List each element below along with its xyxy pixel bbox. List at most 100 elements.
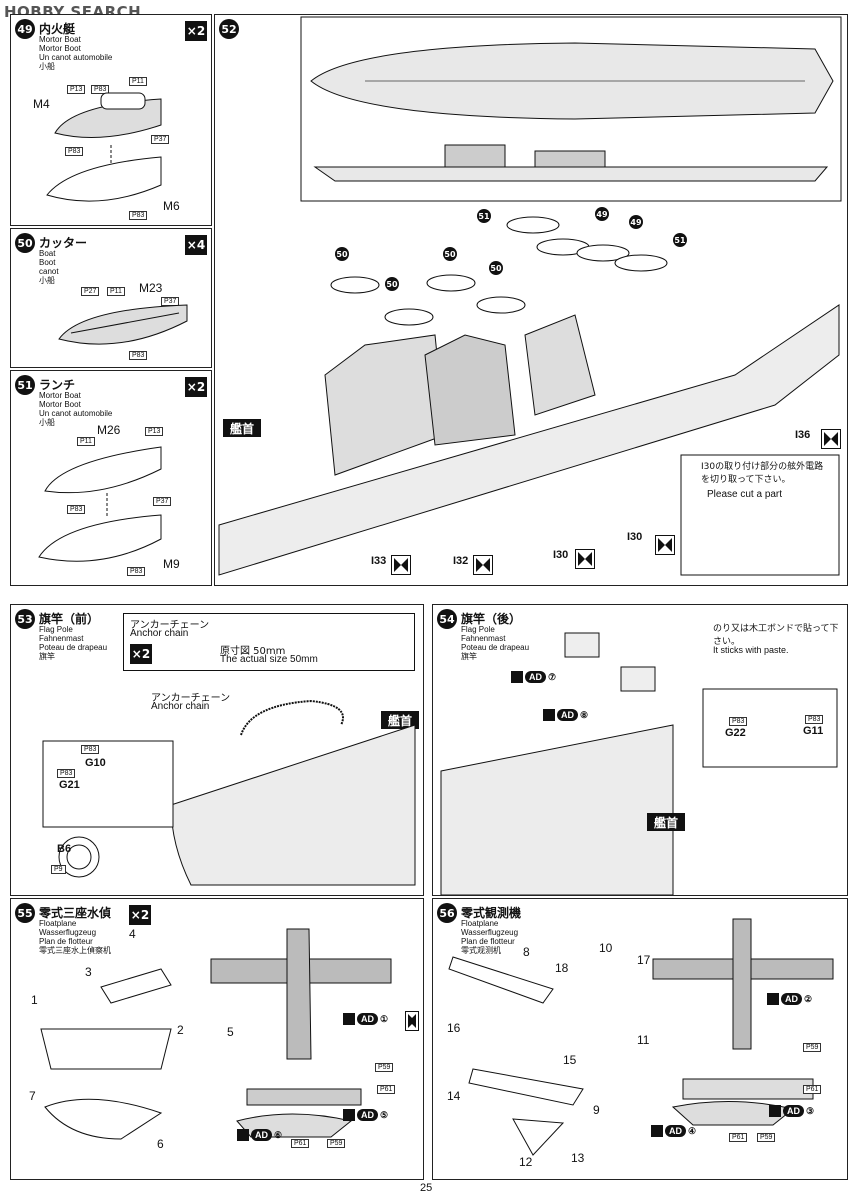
paint-ref: P11 (107, 287, 125, 296)
part-label: 11 (637, 1033, 650, 1047)
step-53-panel: 53 旗竿（前） Flag Pole Fahnenmast Poteau de … (10, 604, 424, 896)
chain-label-en: Anchor chain (151, 701, 210, 712)
part-label: G11 (803, 725, 824, 737)
paint-ref: P9 (51, 865, 66, 874)
paint-ref: P83 (805, 715, 824, 724)
chain-label-jp: アンカーチェーン (130, 620, 210, 631)
part-label: G22 (725, 727, 746, 739)
part-label: I33 (371, 555, 387, 567)
step-50-panel: 50 カッター Boat Boot canot 小船 ×4 P27 P11 M2… (10, 228, 212, 368)
step-54-panel: 54 旗竿（後） Flag Pole Fahnenmast Poteau de … (432, 604, 848, 896)
glue-icon (391, 555, 411, 575)
part-label: 10 (599, 941, 613, 955)
part-label: B6 (57, 843, 72, 855)
part-label: G21 (59, 779, 80, 791)
step-number: 51 (15, 375, 35, 395)
step-number: 55 (15, 903, 35, 923)
part-label: 9 (593, 1103, 600, 1117)
paste-note-en: It sticks with paste. (713, 645, 789, 655)
step-55-panel: 55 零式三座水偵 Floatplane Wasserflugzeug Plan… (10, 898, 424, 1180)
boat-marker: 50 (489, 261, 503, 275)
part-label: 18 (555, 961, 569, 975)
glue-icon (575, 549, 595, 569)
quantity-badge: ×4 (185, 235, 207, 255)
boat-marker: 50 (443, 247, 457, 261)
quantity-badge: ×2 (185, 377, 207, 397)
paint-ref: P37 (151, 135, 170, 144)
step-subtitle: Boat Boot canot 小船 (39, 249, 59, 285)
part-label: I32 (453, 555, 469, 567)
paint-ref: P11 (77, 437, 95, 446)
chain-box: アンカーチェーン Anchor chain 原寸図 50mm The actua… (123, 613, 415, 671)
ship-plan-view (218, 16, 842, 576)
part-label: M6 (163, 199, 180, 213)
step-title: 零式三座水偵 (39, 906, 112, 920)
part-label: M4 (33, 97, 50, 111)
boat-marker: 51 (477, 209, 491, 223)
quantity-badge: ×2 (185, 21, 207, 41)
observation-plane-drawing (448, 918, 834, 1156)
stern-drawing (440, 632, 838, 895)
step-subtitle: Mortor Boat Mortor Boot Un canot automob… (39, 391, 113, 427)
paint-ref: P83 (129, 351, 148, 360)
part-label: 5 (227, 1025, 234, 1039)
step-title: 旗竿（前） (39, 612, 100, 626)
step-title: 旗竿（後） (461, 612, 522, 626)
bow-drawing (42, 699, 416, 886)
paint-ref: P83 (127, 567, 146, 576)
step-number: 56 (437, 903, 457, 923)
step-subtitle: Floatplane Wasserflugzeug Plan de flotte… (39, 919, 111, 955)
paint-ref: P83 (67, 505, 86, 514)
actual-size-jp: 原寸図 50mm (220, 646, 286, 657)
paint-ref: P13 (67, 85, 86, 94)
quantity-badge: ×2 (129, 905, 151, 925)
part-label: I36 (795, 429, 811, 441)
paint-ref: P13 (145, 427, 164, 436)
paste-note: のり又は木工ボンドで貼って下さい。 (713, 624, 839, 647)
part-label: 12 (519, 1155, 533, 1169)
bow-indicator: 艦首 (381, 711, 419, 729)
glue-icon (405, 1011, 419, 1031)
paint-ref: P83 (57, 769, 76, 778)
paint-ref: P61 (377, 1085, 396, 1094)
paint-ref: P37 (153, 497, 172, 506)
part-label: G10 (85, 757, 106, 769)
glue-icon (473, 555, 493, 575)
step-49-panel: 49 内火艇 Mortor Boat Mortor Boot Un canot … (10, 14, 212, 226)
part-label: 8 (523, 945, 530, 959)
bow-indicator: 艦首 (647, 813, 685, 831)
part-label: 17 (637, 953, 651, 967)
paint-ref: P11 (129, 77, 147, 86)
boat-marker: 49 (629, 215, 643, 229)
paint-ref: P59 (327, 1139, 346, 1148)
step-51-panel: 51 ランチ Mortor Boat Mortor Boot Un canot … (10, 370, 212, 586)
part-label: 13 (571, 1151, 585, 1165)
part-label: 3 (85, 965, 92, 979)
paint-ref: P59 (375, 1063, 394, 1072)
part-label: 4 (129, 927, 136, 941)
paint-ref: P83 (129, 211, 148, 220)
part-label: 15 (563, 1053, 577, 1067)
step-number: 50 (15, 233, 35, 253)
glue-icon (655, 535, 675, 555)
paint-ref: P61 (291, 1139, 310, 1148)
step-title: ランチ (39, 378, 76, 392)
step-subtitle: Flag Pole Fahnenmast Poteau de drapeau 旗… (39, 625, 108, 661)
paint-ref: P83 (81, 745, 100, 754)
part-label: 7 (29, 1089, 36, 1103)
step-number: 49 (15, 19, 35, 39)
part-label: 16 (447, 1021, 461, 1035)
actual-size-en: The actual size 50mm (220, 654, 318, 665)
chain-label-en: Anchor chain (130, 628, 189, 639)
cutter-drawing (58, 304, 188, 345)
boat-marker: 51 (673, 233, 687, 247)
part-label: I30 (553, 549, 569, 561)
step-title: 内火艇 (39, 22, 76, 36)
